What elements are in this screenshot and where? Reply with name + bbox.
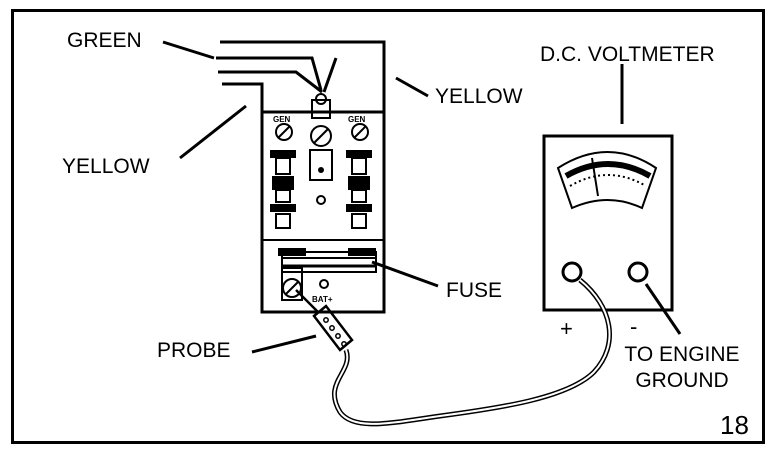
positive-jack — [561, 261, 583, 283]
engine-ground-line2: GROUND — [635, 369, 729, 392]
yellow-top-leader — [395, 76, 429, 98]
left-diode — [270, 150, 296, 229]
voltmeter — [542, 134, 674, 312]
voltmeter-case — [542, 134, 674, 312]
voltmeter-label: D.C. VOLTMETER — [540, 43, 715, 66]
negative-sign: - — [630, 314, 638, 339]
yellow-left-leader — [179, 104, 247, 160]
negative-jack — [627, 261, 649, 283]
bat-plus-label: BAT+ — [312, 295, 333, 304]
green-leader — [162, 40, 215, 60]
positive-sign: + — [560, 316, 573, 341]
center-lug — [311, 99, 331, 119]
meter-face — [556, 151, 658, 210]
probe — [295, 289, 354, 352]
ground-leader — [644, 283, 682, 335]
green-label: GREEN — [67, 29, 142, 52]
module-body — [260, 110, 386, 314]
gen-left-label: GEN — [273, 115, 291, 124]
probe-leader — [251, 334, 317, 354]
regulator-module: GEN GEN BAT+ — [260, 93, 386, 314]
fuse-leader — [371, 260, 439, 288]
right-diode — [346, 150, 372, 229]
fuse-label: FUSE — [446, 279, 503, 302]
meter-needle — [591, 157, 599, 197]
bat-hole — [319, 279, 329, 289]
center-hole — [316, 195, 326, 205]
generator-wires — [216, 40, 386, 112]
gen-right-screw — [351, 123, 369, 141]
leader-lines — [162, 40, 682, 354]
figure-frame — [11, 9, 765, 444]
gen-right-label: GEN — [348, 115, 366, 124]
yellow-top-label: YELLOW — [435, 85, 523, 108]
probe-body — [312, 304, 354, 352]
figure-number: 18 — [720, 410, 749, 440]
engine-ground-line1: TO ENGINE — [624, 343, 740, 366]
center-screw — [310, 125, 332, 147]
probe-label: PROBE — [157, 339, 231, 362]
gen-left-screw — [275, 123, 293, 141]
yellow-left-label: YELLOW — [62, 155, 150, 178]
